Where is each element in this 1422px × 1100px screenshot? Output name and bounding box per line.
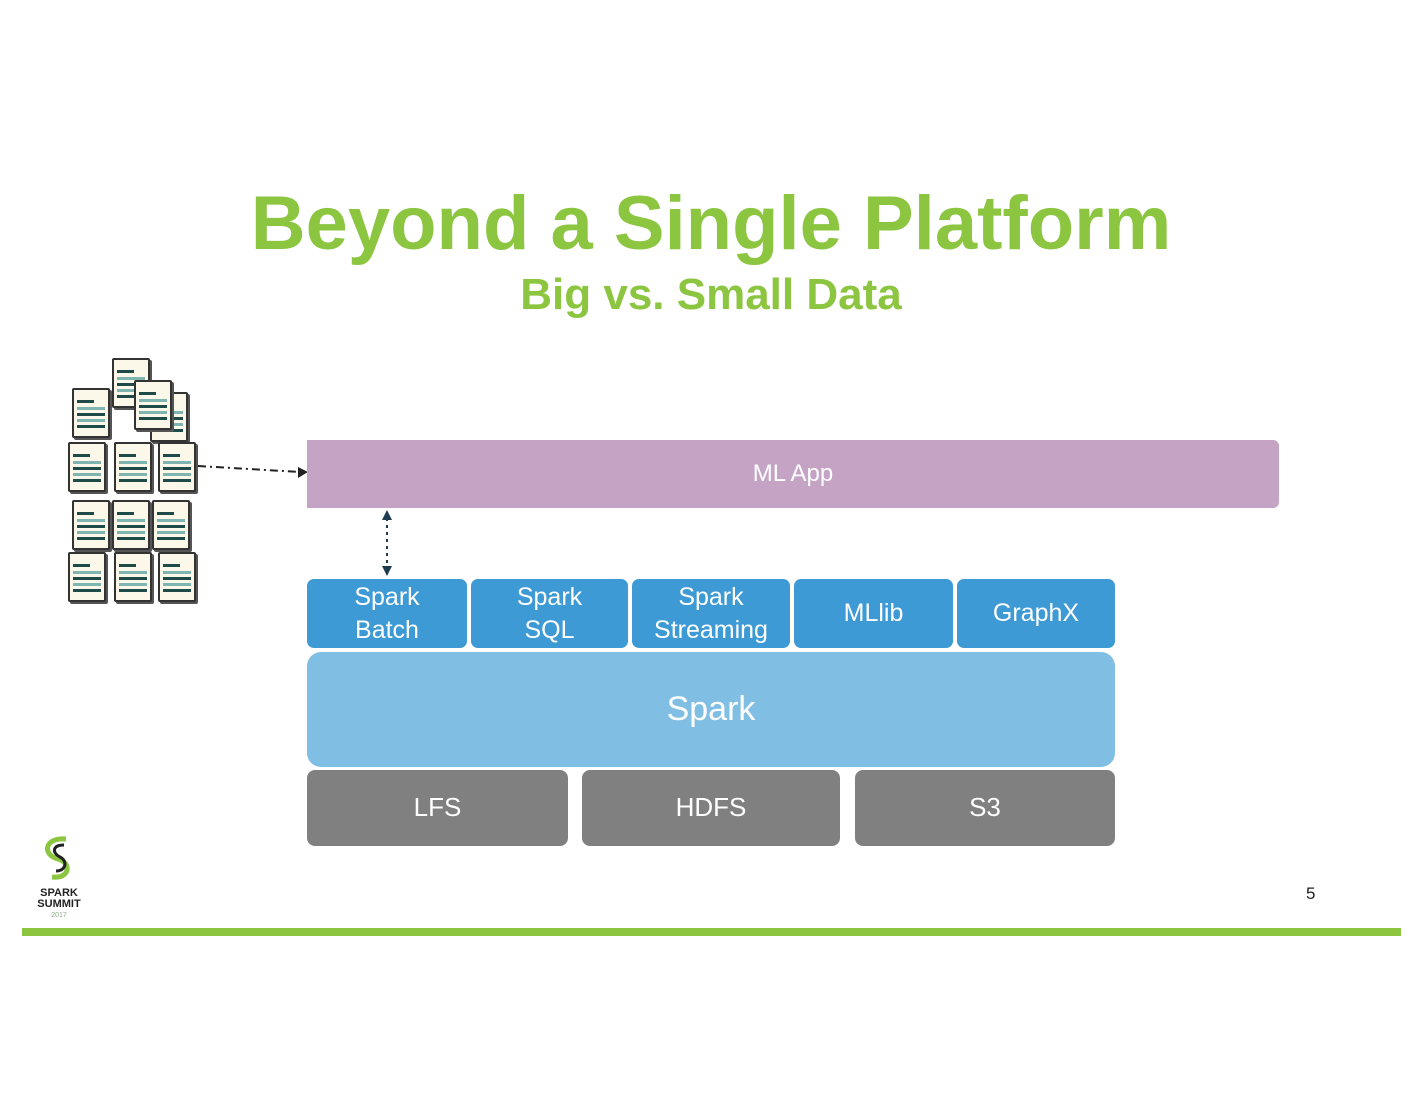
slide-subtitle: Big vs. Small Data [520,270,902,319]
logo-text: SUMMIT [37,898,81,910]
module-label: Spark [516,583,583,611]
slide-title: Beyond a Single Platform [250,181,1172,266]
module-label: Batch [355,615,419,644]
document-icon [114,552,152,602]
logo-year: 2017 [51,912,67,919]
document-icon [152,500,190,550]
module-label: SQL [524,615,575,644]
module-mllib: MLlib [794,579,953,648]
arrow-head-up [382,510,392,520]
storage-lfs: LFS [307,770,568,846]
document-icon [112,500,150,550]
spark-engine-layer: Spark [307,652,1115,767]
arrow-head [298,467,308,478]
logo-text: SPARK [40,887,78,899]
storage-s3: S3 [855,770,1115,846]
document-icon [114,442,152,492]
ml-app-layer: ML App [307,440,1279,508]
module-label: Streaming [654,615,768,644]
spark-logo-icon [45,836,70,880]
document-icon [68,552,106,602]
document-icon [158,552,196,602]
footer-bar [22,928,1401,936]
module-label: Spark [354,583,420,611]
spark-summit-logo: SPARK SUMMIT 2017 [30,833,90,921]
arrow-head-down [382,566,392,576]
module-graphx: GraphX [957,579,1115,648]
document-icon [72,388,110,438]
storage-hdfs: HDFS [582,770,840,846]
document-icon [68,442,106,492]
module-label: GraphX [992,599,1080,628]
page-number: 5 [1306,884,1316,903]
data-to-app-arrow [197,465,301,473]
module-label: MLlib [843,599,904,628]
document-icon [158,442,196,492]
module-label: Spark [678,583,744,611]
document-icon [134,380,172,430]
document-icon [72,500,110,550]
